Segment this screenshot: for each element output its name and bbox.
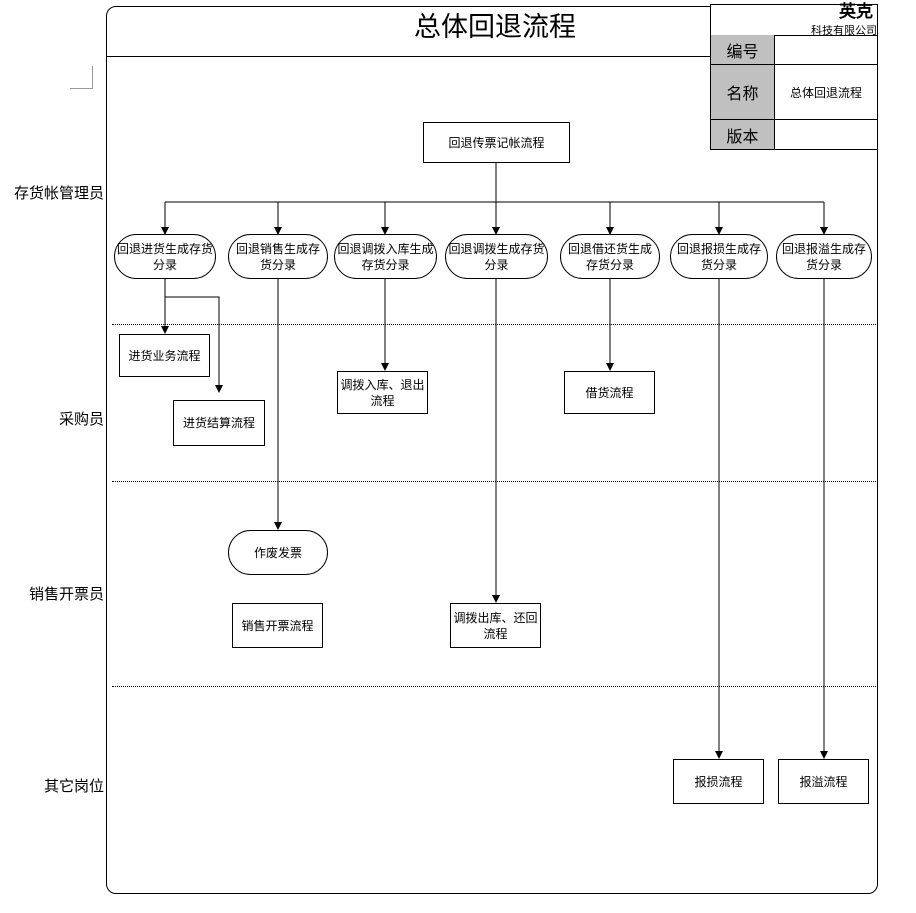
node-borrow-process: 借货流程: [564, 371, 655, 414]
info-table: 英克 科技有限公司 编号 名称 总体回退流程 版本: [710, 2, 878, 150]
corner-mark: [70, 66, 93, 89]
lane-label-inventory-clerk: 存货帐管理员: [13, 184, 104, 202]
lane-label-purchaser: 采购员: [58, 410, 104, 428]
lane-label-sales-clerk: 销售开票员: [28, 585, 104, 603]
lane-separator: [112, 324, 876, 325]
node-rollback-borrow-return-entry: 回退借还货生成存货分录: [560, 234, 660, 279]
lane-label-other-positions: 其它岗位: [43, 777, 104, 795]
info-label: 编号: [711, 35, 775, 64]
node-purchase-settlement-process: 进货结算流程: [173, 400, 265, 446]
diagram-frame: [106, 6, 878, 894]
node-transfer-out-return-process: 调拨出库、还回流程: [450, 603, 541, 648]
node-loss-process: 报损流程: [673, 759, 764, 804]
edge-r1-p2: [165, 296, 223, 393]
lane-separator: [112, 481, 876, 482]
node-rollback-purchase-entry: 回退进货生成存货分录: [114, 234, 216, 279]
node-rollback-sales-entry: 回退销售生成存货分录: [228, 234, 328, 279]
node-void-invoice: 作废发票: [228, 530, 328, 575]
node-overflow-process: 报溢流程: [778, 759, 869, 804]
company-subtitle: 科技有限公司: [811, 25, 877, 37]
company-header: 英克 科技有限公司: [711, 2, 877, 37]
info-value: 总体回退流程: [789, 85, 862, 100]
node-rollback-transfer-entry: 回退调拨生成存货分录: [445, 234, 548, 279]
node-rollback-overflow-entry: 回退报溢生成存货分录: [776, 234, 872, 279]
title-divider: [106, 56, 710, 57]
node-ledger-rollback: 回退传票记帐流程: [423, 122, 570, 163]
lane-separator: [112, 686, 876, 687]
node-rollback-loss-entry: 回退报损生成存货分录: [670, 234, 768, 279]
info-row-number: 编号: [711, 35, 877, 65]
company-name: 英克: [839, 2, 873, 22]
info-label: 版本: [711, 120, 775, 149]
info-label: 名称: [711, 65, 775, 119]
node-transfer-in-return-process: 调拨入库、退出流程: [337, 371, 428, 414]
node-sales-invoicing-process: 销售开票流程: [232, 603, 323, 648]
info-row-version: 版本: [711, 120, 877, 149]
page-title: 总体回退流程: [414, 12, 576, 43]
node-rollback-transfer-in-entry: 回退调拨入库生成存货分录: [334, 234, 437, 279]
info-row-name: 名称 总体回退流程: [711, 65, 877, 120]
node-purchase-process: 进货业务流程: [119, 334, 210, 377]
